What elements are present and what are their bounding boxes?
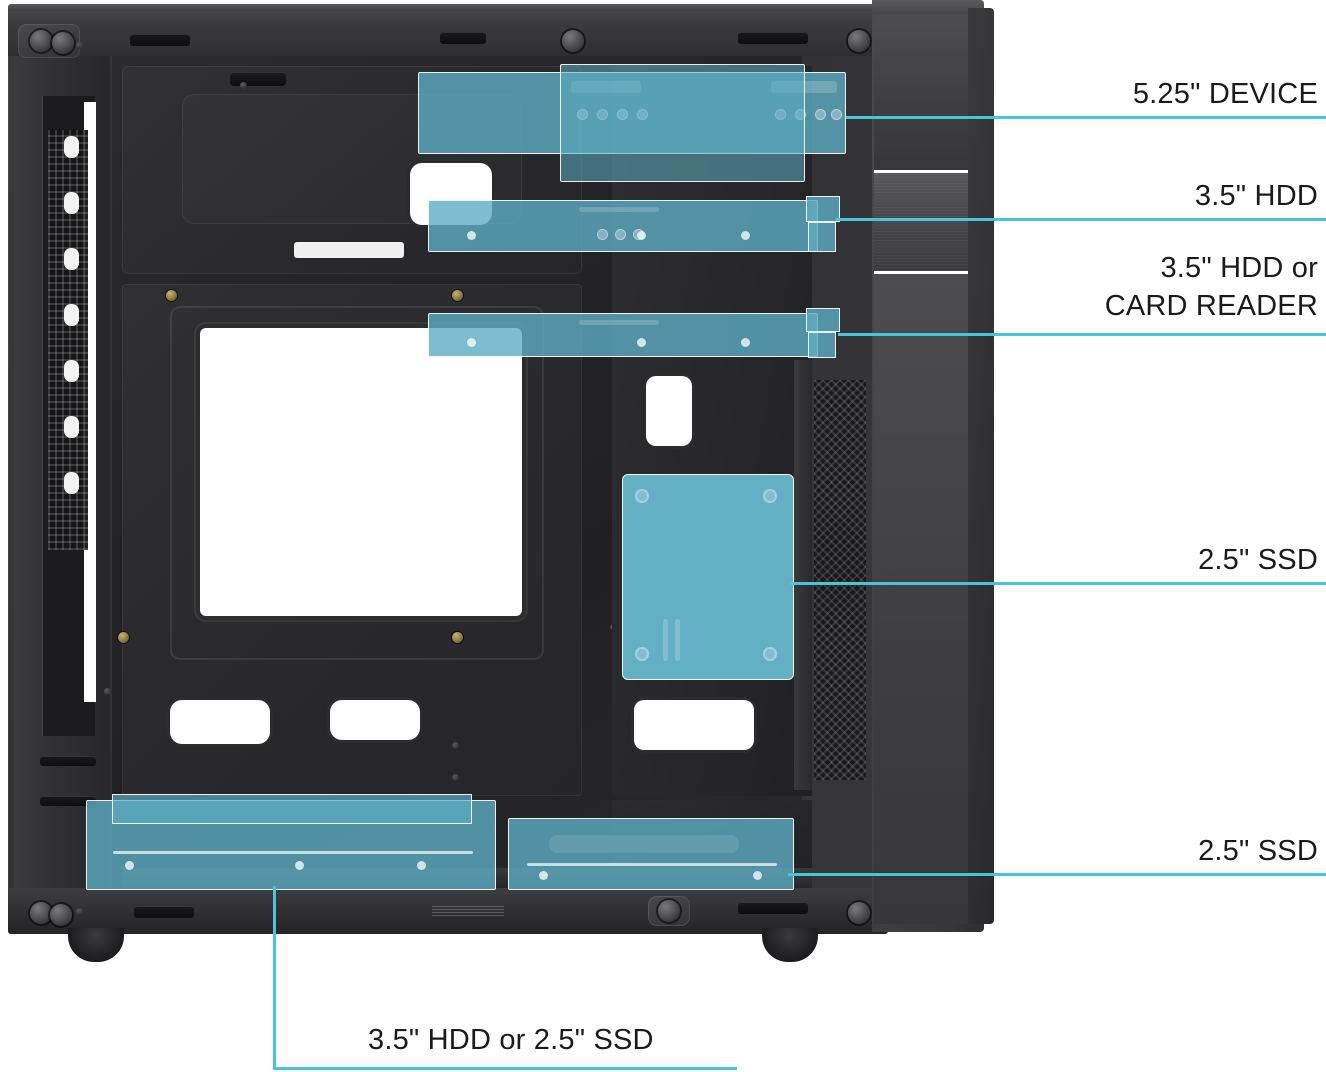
rail-dimple-1	[76, 42, 83, 49]
callout-label-2-5-ssd-bottom: 2.5" SSD	[1198, 835, 1318, 867]
cage-latch	[230, 72, 286, 86]
leader-line-2-5-ssd-side	[790, 582, 1326, 585]
left-bezel-handle	[40, 756, 96, 766]
leader-line-3-5-hdd	[836, 218, 1326, 221]
callout-label-2-5-ssd-side: 2.5" SSD	[1198, 544, 1318, 576]
tray-dimple-b	[452, 774, 459, 781]
motherboard-tray-plate	[122, 284, 582, 796]
callout-label-3-5-hdd: 3.5" HDD	[1194, 180, 1318, 212]
highlight-3-5-hdd-tray	[428, 200, 818, 252]
bottom-rail-slot-1	[134, 906, 194, 918]
front-bezel-gap-2	[874, 271, 974, 274]
standoff-screw-tr	[452, 290, 463, 301]
thumbscrew-top-right	[848, 30, 870, 52]
leader-line-2-5-ssd-bottom	[788, 873, 1326, 876]
front-bezel-segment-1	[874, 14, 974, 170]
thumbscrew-bottom-left	[30, 902, 52, 924]
left-bezel-handle-2	[40, 796, 96, 806]
cpu-cooler-cutout	[200, 328, 522, 616]
highlight-3-5-hdd-or-card-reader-tray	[428, 313, 818, 357]
leader-line-5-25-device	[846, 116, 1326, 119]
chassis-top-lip	[8, 4, 888, 11]
front-slot-column	[64, 136, 80, 546]
highlight-5-25-bay-depth	[560, 64, 805, 182]
top-rail-slot-3	[738, 32, 808, 44]
drive-cage-rail	[794, 360, 812, 790]
front-bezel-segment-2	[874, 173, 974, 271]
thumbscrew-bottom-right	[848, 902, 870, 924]
cage-cutout-upper	[646, 376, 692, 446]
front-bezel-gap-1	[874, 170, 974, 173]
upper-cage-release-tab	[294, 242, 404, 258]
bottom-label-print	[432, 906, 504, 916]
left-front-bezel	[14, 56, 110, 888]
standoff-screw-br	[452, 632, 463, 643]
front-bezel-right-edge	[968, 8, 994, 924]
motherboard-tray-emboss	[170, 306, 544, 660]
top-rail-slot-1	[130, 34, 190, 46]
cable-routing-hole-2	[330, 700, 420, 740]
front-bezel-segment-3	[874, 274, 974, 924]
thumbscrew-top-left	[30, 30, 52, 52]
standoff-screw-bl	[118, 632, 129, 643]
front-bezel-top-cap	[872, 0, 984, 14]
case-foot-left	[68, 928, 124, 962]
thumbscrew-bottom-left-2	[50, 904, 72, 926]
highlight-bottom-2-5-ssd-tray	[508, 818, 794, 890]
leader-line-bottom-vertical	[273, 886, 276, 1070]
leader-line-3-5-hdd-or-card-reader	[838, 333, 1326, 336]
highlight-3-5-hdd-tab-top	[806, 196, 840, 222]
highlight-card-reader-tab-bottom	[808, 332, 836, 358]
standoff-screw-tl	[166, 290, 177, 301]
leader-line-bottom-horizontal	[273, 1067, 737, 1070]
cage-cutout-lower	[634, 700, 754, 750]
highlight-card-reader-tab-top	[806, 308, 840, 332]
highlight-bottom-tray-top-face	[112, 794, 472, 824]
tray-dimple-a	[452, 742, 459, 749]
chassis-dimple	[240, 82, 247, 89]
bottom-rail-slot-2	[738, 902, 808, 914]
front-intake-mesh	[814, 380, 866, 780]
rail-dimple-2	[76, 908, 83, 915]
callout-label-3-5-hdd-or-card-reader: 3.5" HDD or CARD READER	[1104, 252, 1318, 322]
callout-label-3-5-hdd-or-2-5-ssd: 3.5" HDD or 2.5" SSD	[368, 1024, 654, 1056]
tray-dimple-c	[104, 688, 111, 695]
thumbscrew-top-left-2	[52, 32, 74, 54]
highlight-2-5-ssd-side-bracket	[622, 474, 794, 680]
callout-label-5-25-device: 5.25" DEVICE	[1132, 78, 1318, 110]
top-rail-slot-2	[440, 32, 486, 44]
thumbscrew-top-mid	[562, 30, 584, 52]
bottom-center-screw	[658, 900, 680, 922]
case-foot-right	[762, 928, 818, 962]
cable-routing-hole-1	[170, 700, 270, 744]
highlight-3-5-hdd-tab-bottom	[808, 222, 836, 252]
